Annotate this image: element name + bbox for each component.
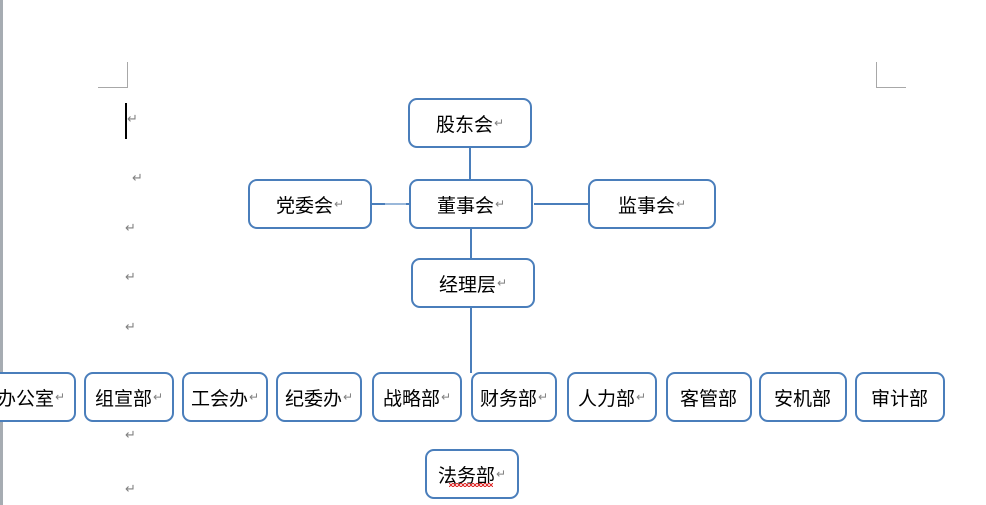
org-node-dept-legal-label: 法务部 xyxy=(437,464,495,487)
org-node-shareholders[interactable]: 股东会↵ xyxy=(408,98,532,148)
org-node-board-of-supervisors[interactable]: 监事会↵ xyxy=(588,179,716,229)
org-node-dept-hr[interactable]: 人力部↵ xyxy=(567,372,657,422)
org-node-dept-discipline-office[interactable]: 纪委办↵ xyxy=(276,372,362,422)
org-node-dept-org-propaganda-pilcrow: ↵ xyxy=(152,390,164,404)
org-node-dept-finance-pilcrow: ↵ xyxy=(537,390,549,404)
org-node-party-committee-label: 党委会 xyxy=(275,194,333,217)
margin-mark-top-left xyxy=(98,62,128,88)
pilcrow-3: ↵ xyxy=(125,270,136,285)
connector-board-to-party-faded xyxy=(385,203,406,205)
org-node-management[interactable]: 经理层↵ xyxy=(411,258,535,308)
org-node-dept-union-office-pilcrow: ↵ xyxy=(248,390,260,404)
org-node-party-committee[interactable]: 党委会↵ xyxy=(248,179,372,229)
org-node-dept-union-office[interactable]: 工会办↵ xyxy=(182,372,268,422)
org-node-dept-legal-pilcrow: ↵ xyxy=(495,467,507,481)
org-node-dept-office-pilcrow: ↵ xyxy=(54,390,66,404)
org-node-shareholders-label: 股东会 xyxy=(435,113,493,136)
org-node-board-of-directors-label: 董事会 xyxy=(436,194,494,217)
pilcrow-1: ↵ xyxy=(132,171,143,186)
org-node-dept-audit[interactable]: 审计部 xyxy=(855,372,945,422)
pilcrow-caret-line: ↵ xyxy=(127,112,138,127)
org-node-dept-discipline-office-pilcrow: ↵ xyxy=(342,390,354,404)
org-node-dept-audit-label: 审计部 xyxy=(870,387,928,410)
org-node-dept-hr-pilcrow: ↵ xyxy=(635,390,647,404)
org-node-dept-strategy-label: 战略部 xyxy=(382,387,440,410)
pilcrow-2: ↵ xyxy=(125,221,136,236)
org-node-management-pilcrow: ↵ xyxy=(496,276,508,290)
org-node-dept-finance[interactable]: 财务部↵ xyxy=(471,372,557,422)
page-edge-left-rule xyxy=(0,0,3,505)
org-node-dept-safety-machinery-label: 安机部 xyxy=(773,387,831,410)
connector-board-to-supervisors xyxy=(534,203,588,205)
connector-shareholders-to-board xyxy=(469,148,471,179)
org-node-board-of-directors[interactable]: 董事会↵ xyxy=(409,179,533,229)
org-node-dept-strategy[interactable]: 战略部↵ xyxy=(372,372,462,422)
org-node-dept-finance-label: 财务部 xyxy=(479,387,537,410)
text-cursor-caret xyxy=(125,103,127,139)
org-node-dept-org-propaganda[interactable]: 组宣部↵ xyxy=(84,372,174,422)
org-node-dept-org-propaganda-label: 组宣部 xyxy=(94,387,152,410)
org-node-dept-discipline-office-label: 纪委办 xyxy=(284,387,342,410)
pilcrow-6: ↵ xyxy=(125,482,136,497)
spellcheck-squiggle-dept-legal xyxy=(449,483,493,487)
org-node-board-of-supervisors-label: 监事会 xyxy=(617,194,675,217)
pilcrow-5: ↵ xyxy=(125,428,136,443)
org-node-dept-customer-management[interactable]: 客管部 xyxy=(666,372,752,422)
org-node-dept-union-office-label: 工会办 xyxy=(190,387,248,410)
org-node-dept-customer-management-label: 客管部 xyxy=(679,387,737,410)
org-node-dept-office[interactable]: 办公室↵ xyxy=(0,372,76,422)
org-node-dept-legal[interactable]: 法务部↵ xyxy=(425,449,519,499)
org-node-board-of-supervisors-pilcrow: ↵ xyxy=(675,197,687,211)
connector-management-to-departments xyxy=(470,307,472,373)
connector-board-to-management xyxy=(470,229,472,259)
org-node-dept-office-label: 办公室 xyxy=(0,387,54,410)
org-node-board-of-directors-pilcrow: ↵ xyxy=(494,197,506,211)
pilcrow-4: ↵ xyxy=(125,320,136,335)
org-node-party-committee-pilcrow: ↵ xyxy=(333,197,345,211)
org-node-dept-strategy-pilcrow: ↵ xyxy=(440,390,452,404)
margin-mark-top-right xyxy=(876,62,906,88)
org-node-shareholders-pilcrow: ↵ xyxy=(493,116,505,130)
org-node-dept-safety-machinery[interactable]: 安机部 xyxy=(759,372,847,422)
org-node-management-label: 经理层 xyxy=(438,273,496,296)
connector-board-to-party-left-stub xyxy=(371,203,385,205)
org-node-dept-hr-label: 人力部 xyxy=(577,387,635,410)
